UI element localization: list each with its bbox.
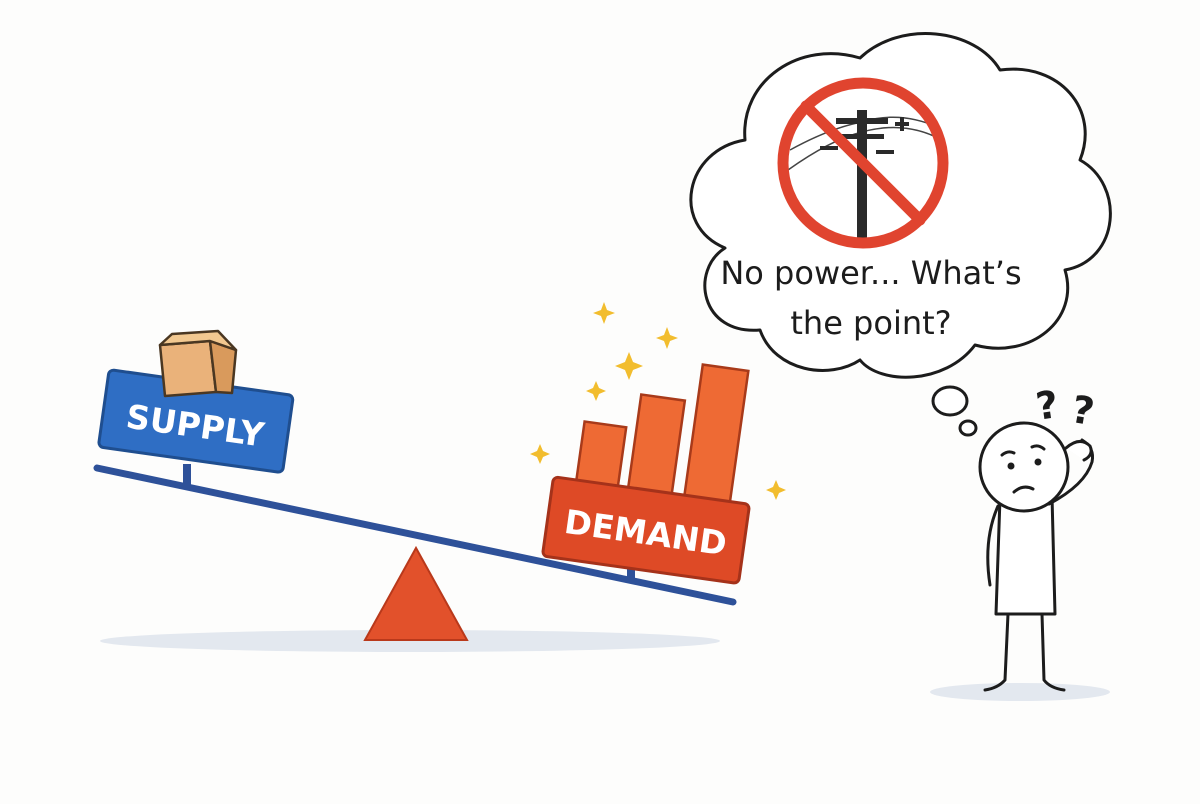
sparkle-icon <box>615 352 643 380</box>
sparkle-icon <box>530 444 550 464</box>
sparkle-icon <box>656 327 678 349</box>
seesaw: SUPPLY DEMAND <box>93 329 751 641</box>
supply-post <box>183 464 191 488</box>
thought-trail-bubble <box>931 385 969 417</box>
person-left-leg <box>983 612 1010 692</box>
thought-text-line-1: No power... What’s <box>720 254 1021 292</box>
no-power-line-icon <box>777 77 949 249</box>
person-right-leg <box>1040 612 1066 692</box>
thought-bubble: No power... What’s the point? <box>689 32 1112 437</box>
demand-sign: DEMAND <box>541 475 751 585</box>
sparkles <box>530 302 786 500</box>
thought-trail-bubble <box>958 419 978 437</box>
person-ground-shadow <box>930 683 1110 701</box>
fulcrum <box>363 545 469 641</box>
thought-text-line-2: the point? <box>790 304 951 342</box>
person-head <box>978 421 1070 513</box>
person-torso <box>994 494 1057 616</box>
person-mouth <box>1012 485 1035 494</box>
question-mark-icon: ? <box>1033 382 1061 429</box>
sparkle-icon <box>586 381 606 401</box>
sparkle-icon <box>766 480 786 500</box>
supply-box-icon <box>158 329 238 398</box>
person-eye <box>1007 462 1015 470</box>
person-eye <box>1034 458 1042 466</box>
question-mark-icon: ? <box>1068 387 1097 434</box>
person-hand <box>1064 440 1093 462</box>
person-left-arm <box>986 504 1000 587</box>
person-eyebrow <box>1000 450 1016 457</box>
confused-person: ? ? <box>978 382 1098 692</box>
person-eyebrow <box>1030 444 1046 451</box>
sparkle-icon <box>593 302 615 324</box>
